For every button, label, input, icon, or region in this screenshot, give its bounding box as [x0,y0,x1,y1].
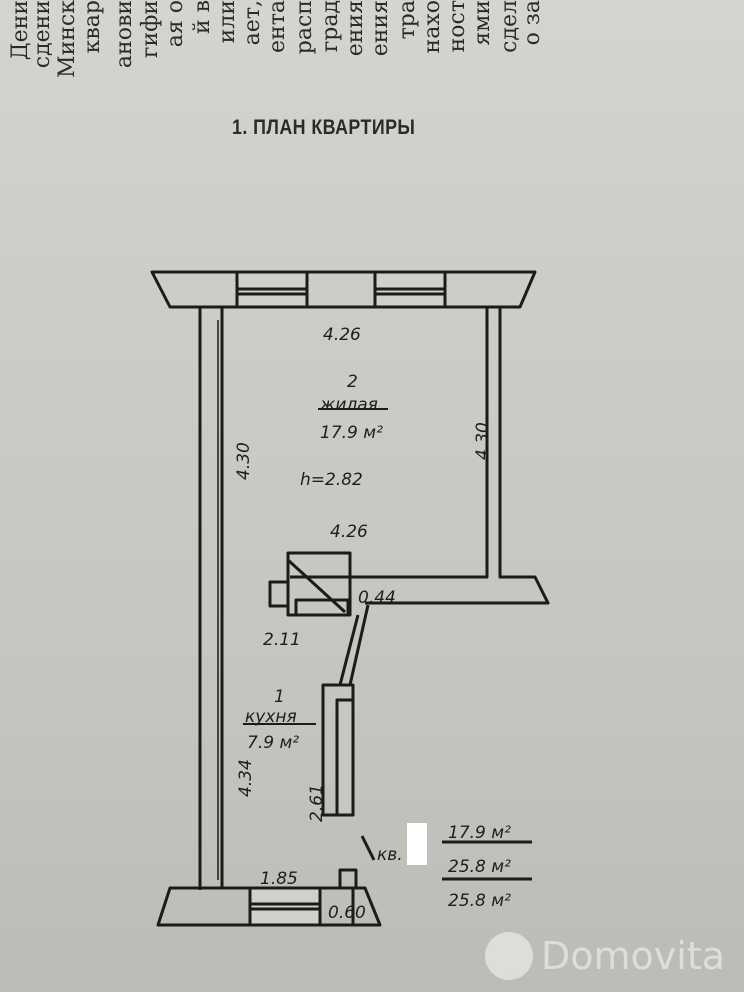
total-area: 25.8 м² [448,857,511,877]
dim-bottom-right: 0.60 [328,903,366,923]
room1-number: 1 [274,687,285,707]
page-title: 1. ПЛАН КВАРТИРЫ [232,116,416,139]
room2-number: 2 [347,372,358,392]
kitchen-partition [338,614,360,686]
dim-step: 0.44 [358,588,396,608]
watermark-logo-icon [485,932,533,980]
window-bottom [248,886,322,927]
watermark-text: Domovita [541,934,726,978]
dim-right: 4.30 [473,422,493,460]
right-wall [290,307,489,579]
top-wall [150,270,537,309]
room2-name: жилая [319,395,378,415]
dim-bottom-left: 1.85 [260,869,298,889]
dim-kitchen-wall: 2.61 [307,784,327,822]
watermark: Domovita [485,932,725,980]
room1-name: кухня [245,707,297,727]
dim-kitchen-length: 4.34 [236,759,256,797]
total-area-2: 25.8 м² [448,891,511,911]
redaction-mask [407,823,427,865]
dim-top: 4.26 [323,325,361,345]
living-area: 17.9 м² [448,823,511,843]
dim-mid: 4.26 [330,522,368,542]
dim-left: 4.30 [234,442,254,480]
room2-area: 17.9 м² [320,423,383,443]
apartment-label: кв. [377,845,403,865]
room2-height: h=2.82 [300,470,363,490]
dim-kitchen-width: 2.11 [263,630,301,650]
room1-area: 7.9 м² [247,733,299,753]
